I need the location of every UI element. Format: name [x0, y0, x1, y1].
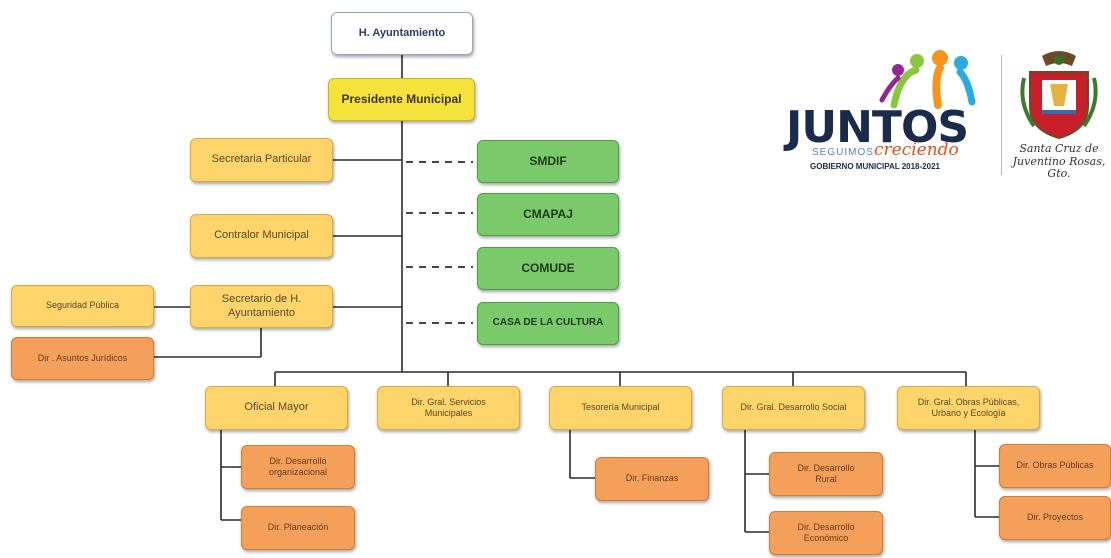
- box-obras-publicas-gral: Dir. Gral. Obras Públicas, Urbano y Ecol…: [897, 386, 1040, 430]
- box-desarrollo-economico: Dir. Desarrollo Económico: [769, 511, 883, 555]
- box-seguridad-publica: Seguridad Pública: [11, 285, 154, 327]
- creciendo-text: creciendo: [874, 140, 959, 160]
- box-finanzas: Dir. Finanzas: [595, 457, 709, 501]
- box-oficial-mayor: Oficial Mayor: [205, 386, 348, 430]
- box-desarrollo-social: Dir. Gral. Desarrollo Social: [722, 386, 865, 430]
- box-cmapaj: CMAPAJ: [477, 193, 619, 236]
- box-planeacion: Dir. Planeación: [241, 506, 355, 550]
- municipality-name: Santa Cruz de Juventino Rosas, Gto.: [1012, 142, 1106, 181]
- box-presidente-municipal: Presidente Municipal: [328, 78, 475, 121]
- seguimos-text: SEGUIMOS: [812, 147, 874, 158]
- juntos-logo: JUNTOS SEGUIMOS creciendo GOBIERNO MUNIC…: [782, 50, 987, 171]
- logo-divider: [1001, 55, 1002, 175]
- box-h-ayuntamiento: H. Ayuntamiento: [331, 12, 473, 55]
- box-proyectos: Dir. Proyectos: [999, 496, 1111, 540]
- box-servicios-municipales: Dir. Gral. Servicios Municipales: [377, 386, 520, 430]
- gobierno-municipal-text: GOBIERNO MUNICIPAL 2018-2021: [810, 162, 940, 171]
- box-casa-de-la-cultura: CASA DE LA CULTURA: [477, 302, 619, 345]
- box-secretario-ayuntamiento: Secretario de H. Ayuntamiento: [190, 285, 333, 328]
- box-contralor-municipal: Contralor Municipal: [190, 214, 333, 258]
- box-smdif: SMDIF: [477, 140, 619, 183]
- box-desarrollo-rural: Dir. Desarrollo Rural: [769, 452, 883, 496]
- municipal-seal-icon: [1020, 51, 1098, 140]
- box-asuntos-juridicos: Dir . Asuntos Jurídicos: [11, 337, 154, 380]
- juntos-wordmark: JUNTOS: [786, 102, 969, 153]
- box-tesoreria-municipal: Tesorería Municipal: [549, 386, 692, 430]
- box-comude: COMUDE: [477, 247, 619, 290]
- box-desarrollo-organizacional: Dir. Desarrollo organizacional: [241, 445, 355, 489]
- box-obras-publicas: Dir. Obras Públicas: [999, 444, 1111, 488]
- box-secretaria-particular: Secretaria Particular: [190, 138, 333, 182]
